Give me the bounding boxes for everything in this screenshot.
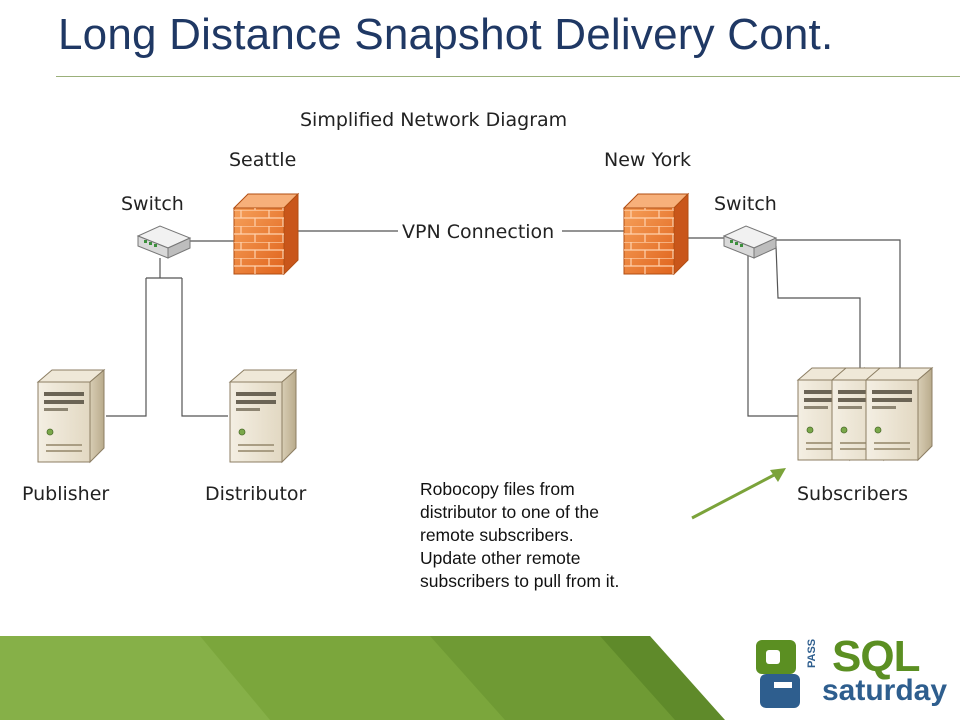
callout-line: distributor to one of the (420, 502, 599, 522)
site-label-newyork: New York (604, 149, 691, 171)
link-to-subscriber-2 (775, 245, 861, 370)
firewall-seattle-icon (233, 193, 299, 275)
callout-line: Update other remote (420, 548, 581, 568)
diagram-heading: Simplified Network Diagram (300, 109, 567, 131)
network-links (106, 230, 901, 417)
logo-saturday-text: saturday (822, 674, 948, 707)
publisher-label: Publisher (22, 483, 109, 505)
subscribers-label: Subscribers (797, 483, 908, 505)
slide-title: Long Distance Snapshot Delivery Cont. (58, 10, 834, 59)
link-to-subscriber-1 (747, 250, 798, 417)
switch-right-icon (723, 225, 777, 259)
publisher-server-icon (37, 369, 105, 463)
footer-band (0, 636, 725, 720)
callout-line: subscribers to pull from it. (420, 571, 620, 591)
switch-left-icon (137, 225, 191, 259)
firewall-newyork-icon (623, 193, 689, 275)
callout-arrow (691, 468, 786, 520)
title-divider (56, 76, 960, 77)
logo-pass-text: PASS (806, 638, 818, 668)
callout-line: remote subscribers. (420, 525, 574, 545)
site-label-seattle: Seattle (229, 149, 296, 171)
subscriber-server-icon (865, 367, 933, 461)
distributor-label: Distributor (205, 483, 307, 505)
switch-label-right: Switch (714, 193, 777, 215)
callout-line: Robocopy files from (420, 479, 575, 499)
vpn-connection-label: VPN Connection (402, 221, 554, 243)
logo-sql-text: SQL (832, 632, 920, 681)
callout-text: Robocopy files from distributor to one o… (420, 478, 720, 593)
link-to-distributor (181, 278, 228, 417)
link-to-subscriber-3 (772, 239, 901, 368)
switch-label-left: Switch (121, 193, 184, 215)
distributor-server-icon (229, 369, 297, 463)
key-icon (756, 640, 800, 708)
link-to-publisher (106, 278, 147, 417)
sqlsaturday-logo: PASS SQL saturday (752, 632, 952, 712)
